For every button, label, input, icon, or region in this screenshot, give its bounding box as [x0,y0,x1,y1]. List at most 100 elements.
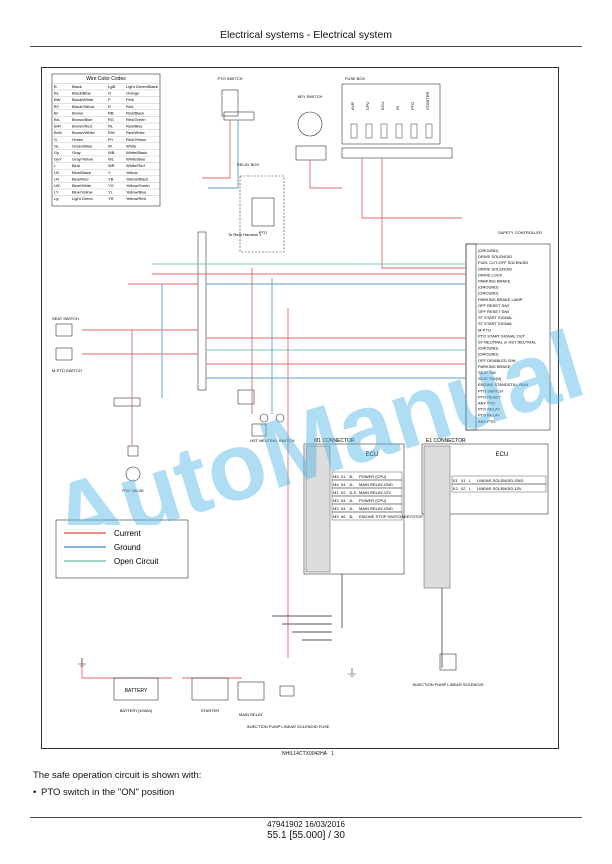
wire-code-cell: White/Blue [126,157,146,162]
safety-pin-label: OFF DISABLED S/W [478,358,516,363]
safety-controller-label: SAFETY CONTROLLER [498,230,542,235]
e1-cell: 02 [461,486,466,491]
wire-code-cell: Gray [72,150,81,155]
wire-code-cell: BL [54,91,60,96]
pto-switch-label: PTO SWITCH [217,76,242,81]
wire-code-cell: Black/Blue [72,91,92,96]
wire-code-cell: Yellow/Red [126,196,146,201]
wire-code-cell: Red/Yellow [126,137,146,142]
wire-code-cell: L [54,163,57,168]
wire-code-cell: YR [108,196,114,201]
e1-cell: L [469,486,472,491]
wire-code-cell: Light Green [72,196,93,201]
m1-cell: M1 [333,490,339,495]
wire-code-cell: Red/Green [126,117,146,122]
safety-pin-label: PTO RELAY [478,407,500,412]
wire-code-cell: Red/Black [126,110,144,115]
key-switch-label: KEY SWITCH [298,94,323,99]
battery-spec: BATTERY(100Ah) [120,708,153,713]
m1-cell: M3 [333,474,339,479]
safety-pin-label: OFF RESET S/W [478,303,509,308]
ecu-label-2: ECU [496,452,509,458]
wire-code-cell: Black [72,84,82,89]
wire-code-cell: BrR [54,124,61,129]
key-switch: KEY SWITCH [295,94,327,161]
safety-pin-label: SEAT SW [478,370,496,375]
safety-pin-label: ANY PTO [478,401,495,406]
fuse-label: CPU [365,101,370,110]
wire-code-cell: Gy [54,150,59,155]
safety-pin-label: ENGINE STANDSTILL RUN [478,382,528,387]
e1-connector-label: E1 CONNECTOR [426,438,466,444]
inj-fuse-label: INJECTION PUMP LINEAR SOLENOID FUSE [247,724,330,729]
legend-label: Current [114,529,141,538]
safety-pin-label: M-PTO [478,327,491,332]
wire-code-cell: GL [54,143,60,148]
m1-cell: M3 [333,514,339,519]
wire-code-cell: Brown [72,110,83,115]
wire-table-title: Wire Color Codes [86,76,126,82]
wire-code-cell: WB [108,150,115,155]
main-relay: MAIN RELAY [237,681,265,717]
wire-code-cell: LgB [108,84,115,89]
caption: The safe operation circuit is shown with… [33,770,202,781]
wire-code-cell: O [108,91,111,96]
fuse-label: PTO [410,102,415,110]
m1-cell: ENGINE STOP SWITCH/KEYSTOP [359,514,423,519]
wire-code-cell: YL [108,190,114,195]
safety-pin-label: ST START SIGNAL [478,321,513,326]
wire-code-cell: YG [108,183,114,188]
wire-code-cell: WR [108,163,115,168]
battery-label: BATTERY [125,688,148,694]
relay-box: RELAY BOX PTO [237,162,285,253]
safety-pin-label: (GROUND) [478,352,499,357]
wire-code-cell: Blue/Yellow [72,190,93,195]
fuse-label: STARTER [425,92,430,110]
wire-code-cell: Yellow [126,170,138,175]
pto-relay-label: PTO [259,230,267,235]
fuse-label: IG [395,106,400,110]
hst-neutral-switch: HST NEUTRAL SWITCH [250,423,295,443]
wire-code-cell: R [108,104,111,109]
wire-code-cell: Yellow/Black [126,176,148,181]
wire-code-cell: White/Red [126,163,145,168]
safety-pin-label: (GROUND) [478,285,499,290]
wire-code-cell: Black/Yellow [72,104,94,109]
safety-pin-label: PTO SWITCH [478,388,503,393]
safety-pin-label: PTO START SIGNAL OUT [478,333,526,338]
wire-code-cell: RB [108,110,114,115]
harness-connector [197,231,207,391]
m1-connector-label: M1 CONNECTOR [314,438,355,444]
safety-pin-label: PARKING BRAKE [478,364,511,369]
injection-pump-fuse: INJECTION PUMP LINEAR SOLENOID FUSE [247,685,330,729]
wire-code-cell: Red [126,104,133,109]
safety-pin-label: ST START SIGNAL [478,315,513,320]
fuse-box-label: FUSE BOX [345,76,366,81]
safety-pin-label: ST NEUTRAL or HST NEUTRAL [478,340,537,345]
wire-code-cell: W [108,143,112,148]
figure-id: NHIL14CTX0042HA 1 [282,751,334,757]
pto-switch: PTO SWITCH [217,76,255,121]
wire-code-cell: Red/White [126,130,145,135]
page-header: Electrical systems - Electrical system [219,29,393,41]
m1-cell: 01 [341,474,346,479]
inj-solenoid-label: INJECTION PUMP LINEAR SOLENOID [412,682,483,687]
safety-controller: SAFETY CONTROLLER (GROUND)DRIVE SOLENOID… [465,230,551,431]
wire-code-cell: Yellow/Green [126,183,150,188]
hst-label: HST NEUTRAL SWITCH [250,438,295,443]
wire-code-cell: B [54,84,57,89]
m1-cell: MAIN RELAY-12V [359,490,391,495]
e1-cell: 01 [461,478,466,483]
seat-switch: SEAT SWITCH M-PTO SWITCH [52,316,82,373]
safety-pin-label: (GROUND) [478,346,499,351]
safety-pin-label: DRIVE LOCK [478,272,503,277]
m1-cell: M2 [333,498,339,503]
m1-cell: 1L [349,506,354,511]
wire-code-cell: RY [108,137,114,142]
fuse-label: AVR [350,102,355,110]
